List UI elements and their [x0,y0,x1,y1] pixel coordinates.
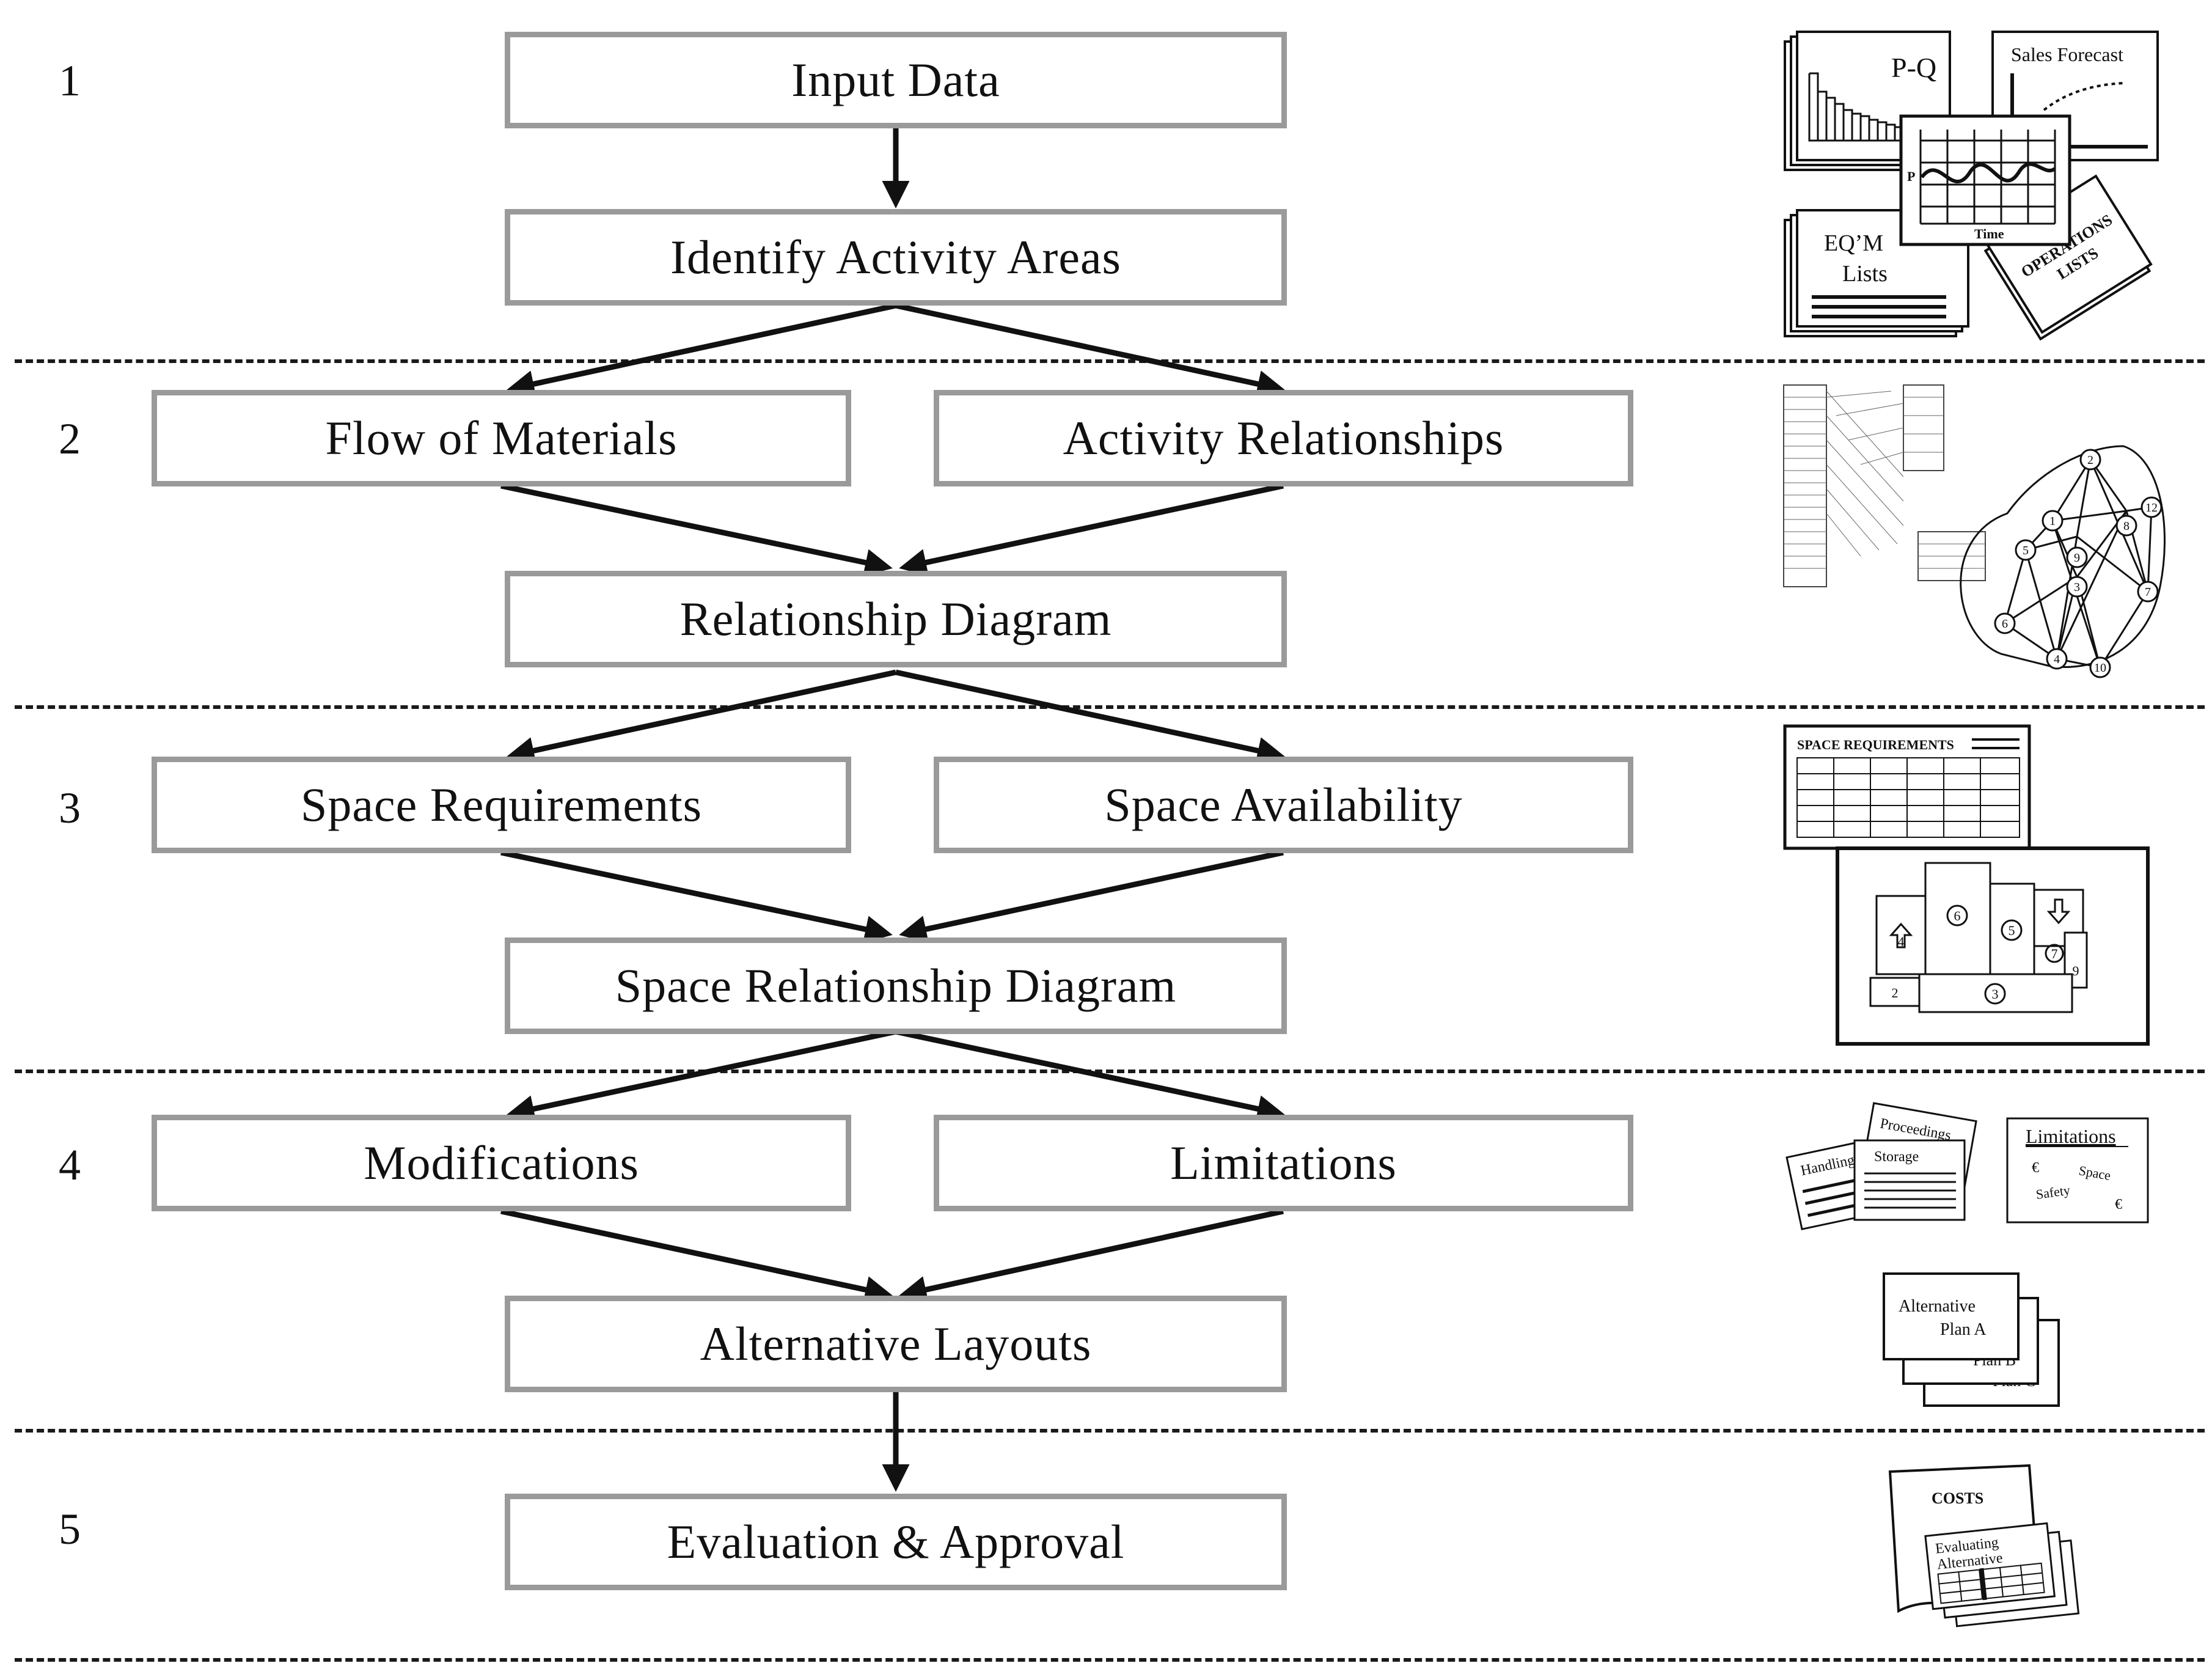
floor-plan-label: 5 [2009,923,2015,938]
arrow [507,1029,896,1123]
arrow [895,1029,1285,1123]
storage-label: Storage [1874,1149,1919,1165]
box-flow-of-materials: Flow of Materials [152,390,851,486]
box-activity-relationships: Activity Relationships [934,390,1633,486]
arrow [507,303,896,398]
time-axis-label: Time [1974,226,2004,241]
arrow [507,669,896,765]
stage-separator [15,359,2205,363]
box-evaluation-approval: Evaluation & Approval [505,1494,1287,1590]
arrow [500,1208,893,1304]
pq-label: P-Q [1891,52,1936,83]
arrow [895,669,1285,765]
limitations-title: Limitations [2026,1125,2116,1147]
floor-plan-label: 9 [2073,963,2079,978]
network-node: 8 [2123,519,2130,533]
stage-separator [15,1070,2205,1073]
network-node: 6 [2002,617,2008,631]
box-alternative-layouts: Alternative Layouts [505,1296,1287,1392]
stage-separator [15,705,2205,709]
step-number-4: 4 [59,1140,81,1189]
lists-label: Lists [1842,261,1888,287]
step-number-3: 3 [59,783,81,832]
network-node: 10 [2094,661,2106,675]
limitations-euro: € [2115,1197,2122,1213]
arrow [899,850,1284,943]
p-axis-label: P [1907,169,1915,184]
network-node: 3 [2074,581,2080,594]
box-input-data: Input Data [505,32,1287,128]
sales-forecast-label: Sales Forecast [2011,43,2123,65]
relationship-network-illustration: 2 12 1 8 5 9 3 7 6 4 10 [1783,384,2166,678]
network-node: 12 [2145,501,2158,515]
floor-plan-label: 6 [1954,908,1961,923]
box-limitations: Limitations [934,1115,1633,1211]
arrow [895,303,1285,398]
box-space-requirements: Space Requirements [152,757,851,853]
modifications-limitations-illustration: Handling Proceedings Storage Limitations… [1785,1102,2149,1231]
network-node: 7 [2145,585,2151,599]
costs-label: COSTS [1932,1489,1983,1507]
space-plan-illustration: SPACE REQUIREMENTS 6 [1783,724,2150,1046]
floor-plan-label: 3 [1992,986,1999,1002]
space-requirements-title: SPACE REQUIREMENTS [1797,737,1954,752]
network-node: 1 [2049,515,2056,528]
alternative-plans-illustration: Plan C Plan B Alternative Plan A [1883,1272,2060,1407]
arrow [500,850,893,943]
network-node: 2 [2087,453,2093,467]
box-relationship-diagram: Relationship Diagram [505,571,1287,667]
step-number-1: 1 [59,56,81,105]
alternative-title: Alternative [1899,1297,1976,1316]
costs-evaluation-illustration: COSTS Evaluating Alternative [1888,1464,2080,1627]
step-number-5: 5 [59,1505,81,1554]
stage-separator [15,1429,2205,1433]
box-modifications: Modifications [152,1115,851,1211]
arrow [899,483,1284,576]
eqm-label: EQ’M [1824,230,1883,256]
box-identify-activity-areas: Identify Activity Areas [505,209,1287,306]
floor-plan-label: 2 [1892,985,1899,1000]
network-node: 5 [2023,544,2029,557]
arrow [500,483,893,576]
box-space-availability: Space Availability [934,757,1633,853]
step-number-2: 2 [59,414,81,463]
stage-separator [15,1658,2205,1662]
arrow [899,1208,1284,1304]
box-space-relationship-diagram: Space Relationship Diagram [505,938,1287,1034]
network-node: 4 [2054,653,2060,666]
network-node: 9 [2074,551,2080,565]
floor-plan-label: 7 [2051,946,2058,961]
floor-plan-label: 4 [1898,934,1905,949]
input-data-illustration: P-Q Sales Forecast EQ’M Lists OPERATIONS… [1784,31,2159,341]
limitations-euro: € [2032,1160,2039,1176]
plan-a-label: Plan A [1940,1320,1987,1339]
